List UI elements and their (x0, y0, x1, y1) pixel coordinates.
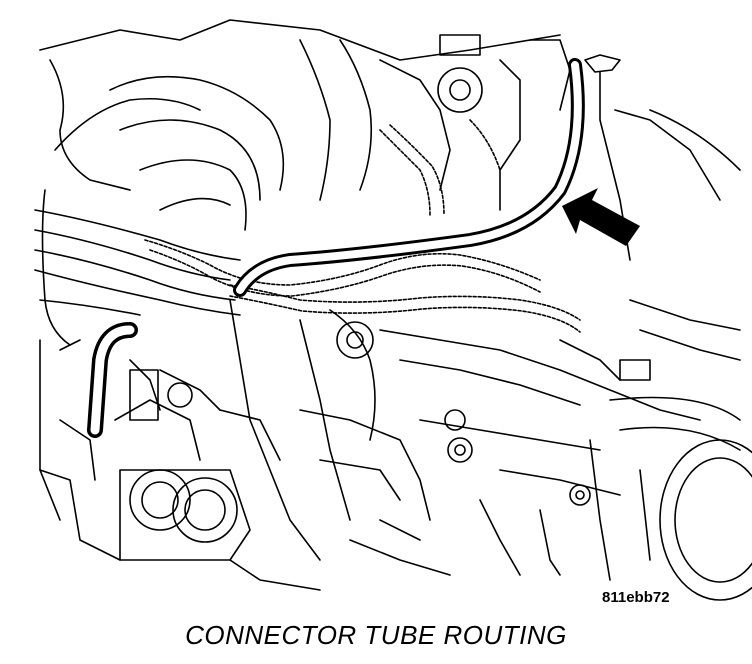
engine-line-art (34, 19, 752, 601)
figure-id-label: 811ebb72 (602, 589, 670, 606)
figure-caption: CONNECTOR TUBE ROUTING (185, 620, 567, 650)
connector-tube (87, 58, 585, 438)
pointer-arrow (562, 188, 640, 246)
